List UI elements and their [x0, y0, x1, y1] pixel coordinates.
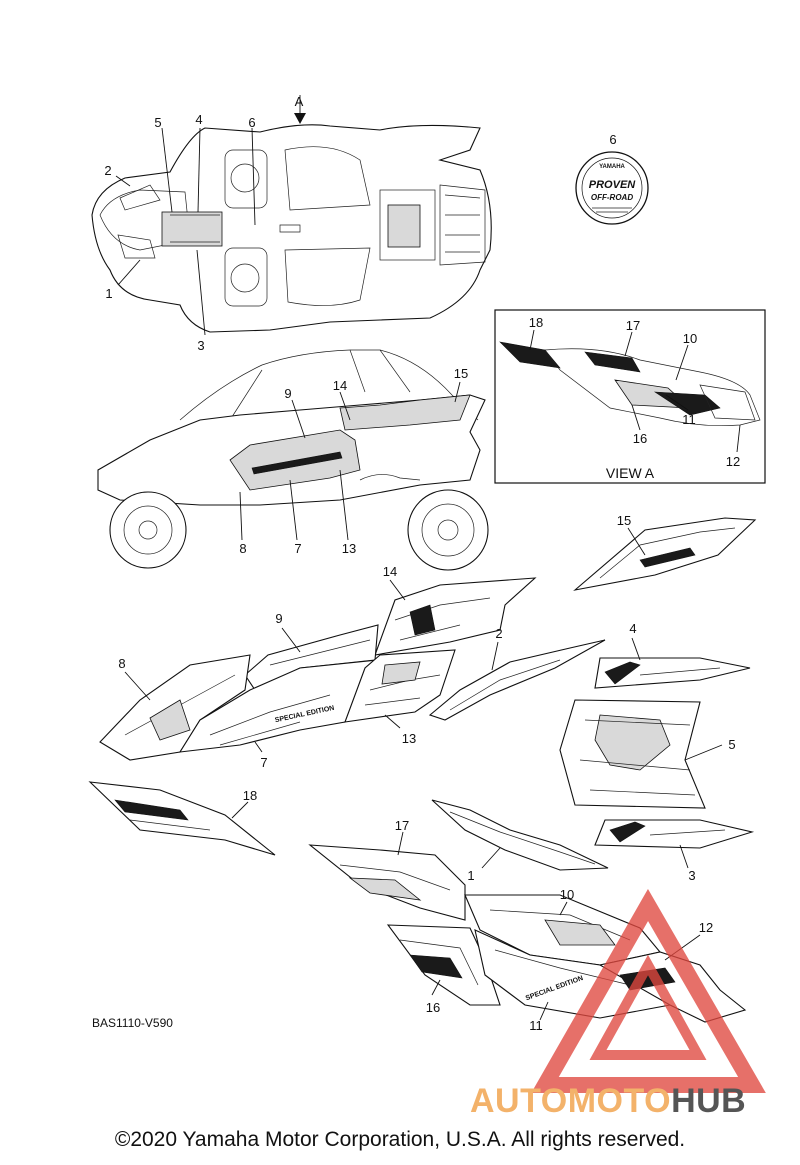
decal-13 — [344, 649, 456, 723]
callout-14: 14 — [333, 378, 347, 393]
callout-labels: A 1 2 3 4 5 6 6 9 14 15 8 7 13 18 17 10 … — [104, 94, 740, 1033]
callout-7-decal: 7 — [260, 755, 267, 770]
view-a-callout-17: 17 — [626, 318, 640, 333]
decal-11: SPECIAL EDITION — [474, 929, 671, 1019]
view-a-callout-16: 16 — [633, 431, 647, 446]
emblem-decal: YAMAHA PROVEN OFF-ROAD — [575, 151, 649, 225]
callout-9: 9 — [284, 386, 291, 401]
callout-4-decal: 4 — [629, 621, 636, 636]
decal-1 — [431, 799, 609, 871]
vehicle-top-view — [91, 95, 492, 333]
decal-15 — [573, 517, 757, 591]
callout-13: 13 — [342, 541, 356, 556]
decal-5 — [559, 699, 706, 809]
callout-4: 4 — [195, 112, 202, 127]
watermark-text: AUTOMOTOHUB — [470, 1082, 746, 1121]
view-a-caption: VIEW A — [606, 465, 655, 481]
callout-2: 2 — [104, 163, 111, 178]
view-marker: A — [295, 94, 304, 109]
drawing-code: BAS1110-V590 — [92, 1016, 173, 1030]
callout-15-decal: 15 — [617, 513, 631, 528]
callout-14-decal: 14 — [383, 564, 397, 579]
decal-7: SPECIAL EDITION — [178, 659, 379, 753]
view-a-callout-18: 18 — [529, 315, 543, 330]
callout-10-decal: 10 — [560, 887, 574, 902]
callout-3: 3 — [197, 338, 204, 353]
callout-1-decal: 1 — [467, 868, 474, 883]
callout-9-decal: 9 — [275, 611, 282, 626]
decal-3 — [594, 819, 755, 849]
svg-text:PROVEN: PROVEN — [589, 179, 637, 191]
watermark-logo-mark — [531, 888, 766, 1093]
decal-14 — [374, 577, 537, 656]
leader-lines — [115, 127, 741, 1021]
callout-6-emblem: 6 — [609, 132, 616, 147]
watermark-text-part1: AUTOMOTO — [470, 1082, 672, 1120]
decal-2 — [428, 639, 606, 721]
callout-3-decal: 3 — [688, 868, 695, 883]
callout-6: 6 — [248, 115, 255, 130]
callout-13-decal: 13 — [402, 731, 416, 746]
callout-15: 15 — [454, 366, 468, 381]
view-a-callout-11: 11 — [682, 412, 696, 427]
view-a-decals — [499, 341, 761, 427]
callout-5-decal: 5 — [728, 737, 735, 752]
decal-16 — [386, 924, 501, 1006]
callout-12-decal: 12 — [699, 920, 713, 935]
decal-4 — [594, 657, 751, 689]
watermark-text-part2: HUB — [671, 1082, 747, 1120]
svg-text:OFF-ROAD: OFF-ROAD — [591, 193, 633, 202]
callout-16-decal: 16 — [426, 1000, 440, 1015]
decal-8 — [99, 654, 251, 761]
callout-18-decal: 18 — [243, 788, 257, 803]
callout-11-decal: 11 — [529, 1018, 543, 1033]
callout-17-decal: 17 — [395, 818, 409, 833]
callout-7: 7 — [294, 541, 301, 556]
callout-8: 8 — [239, 541, 246, 556]
callout-5: 5 — [154, 115, 161, 130]
vehicle-side-view — [97, 349, 489, 571]
view-a-frame — [494, 309, 766, 484]
view-a-callout-10: 10 — [683, 331, 697, 346]
decal-17 — [308, 844, 466, 921]
svg-text:YAMAHA: YAMAHA — [599, 164, 625, 170]
callout-1: 1 — [105, 286, 112, 301]
copyright-notice: ©2020 Yamaha Motor Corporation, U.S.A. A… — [114, 1128, 686, 1151]
svg-text:VIEW A: VIEW A — [606, 465, 655, 481]
callout-8-decal: 8 — [118, 656, 125, 671]
callout-2-decal: 2 — [495, 626, 502, 641]
decal-18 — [88, 781, 276, 856]
view-a-callout-12: 12 — [726, 454, 740, 469]
